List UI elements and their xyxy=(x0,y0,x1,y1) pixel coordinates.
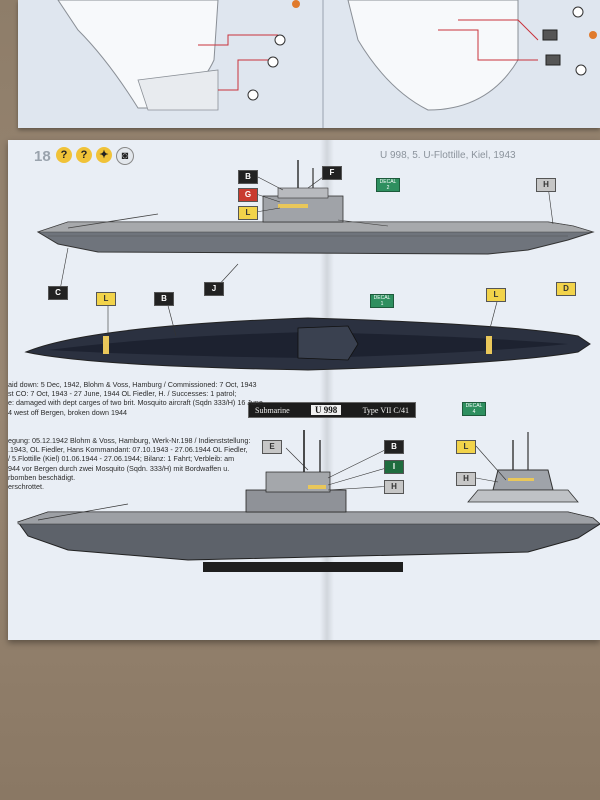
previous-step-drawings xyxy=(57,0,597,128)
submarine-side-profile-1 xyxy=(36,160,595,255)
tag-i: I xyxy=(384,460,404,474)
tag-c: C xyxy=(48,286,68,300)
history-text-english: aid down: 5 Dec, 1942, Blohm & Voss, Ham… xyxy=(8,380,265,417)
decal-icon: ✦ xyxy=(96,147,112,163)
tag-h: H xyxy=(456,472,476,486)
text-line: 944 vor Bergen durch zwei Mosquito (Sqdn… xyxy=(8,463,230,473)
text-line: / 5.Flottille (Kiel) 01.06.1944 - 27.06.… xyxy=(8,454,235,464)
tag-l: L xyxy=(238,206,258,220)
banner-left: Submarine xyxy=(255,405,290,415)
tag-b: B xyxy=(384,440,404,454)
tag-f: F xyxy=(322,166,342,180)
text-line: 4 west off Bergen, broken down 1944 xyxy=(8,407,127,417)
tag-l: L xyxy=(456,440,476,454)
help-icon: ? xyxy=(56,147,72,163)
submarine-drawings xyxy=(17,160,600,572)
banner-center: U 998 xyxy=(311,405,342,415)
text-line: egung: 05.12.1942 Blohm & Voss, Hamburg,… xyxy=(8,436,251,445)
tag-e: E xyxy=(262,440,282,454)
text-line: aid down: 5 Dec, 1942, Blohm & Voss, Ham… xyxy=(8,380,257,389)
banner-right: Type VII C/41 xyxy=(362,405,409,415)
history-text-german: egung: 05.12.1942 Blohm & Voss, Hamburg,… xyxy=(8,436,250,491)
text-line: e: damaged with dept carges of two brit.… xyxy=(8,398,265,408)
tag-b: B xyxy=(238,170,258,184)
tag-g: G xyxy=(238,188,258,202)
tag-b: B xyxy=(154,292,174,306)
text-line: erschrottet. xyxy=(8,482,44,492)
conning-tower-detail xyxy=(467,432,579,503)
text-line: st CO: 7 Oct, 1943 - 27 June, 1944 OL Fi… xyxy=(8,389,237,399)
tag-l: L xyxy=(486,288,506,302)
tag-j: J xyxy=(204,282,224,296)
decal-placement-sheet: 18 ? ? ✦ ◙ U 998, 5. U-Flottille, Kiel, … xyxy=(8,140,600,640)
previous-instruction-sheet xyxy=(18,0,600,128)
submarine-banner: Submarine U 998 Type VII C/41 xyxy=(248,402,416,418)
boat-caption: U 998, 5. U-Flottille, Kiel, 1943 xyxy=(380,150,516,161)
tag-d: D xyxy=(556,282,576,296)
submarine-side-profile-2 xyxy=(17,430,600,572)
text-line: rbomben beschädigt. xyxy=(8,472,76,482)
tag-h: H xyxy=(536,178,556,192)
paint-pot-icon: ◙ xyxy=(116,147,134,165)
help-icon: ? xyxy=(76,147,92,163)
tag-l: L xyxy=(96,292,116,306)
tag-h: H xyxy=(384,480,404,494)
step-number: 18 xyxy=(34,148,51,165)
submarine-top-view xyxy=(24,317,591,371)
text-line: .1943, OL Fiedler, Hans Kommandant: 07.1… xyxy=(8,445,248,455)
